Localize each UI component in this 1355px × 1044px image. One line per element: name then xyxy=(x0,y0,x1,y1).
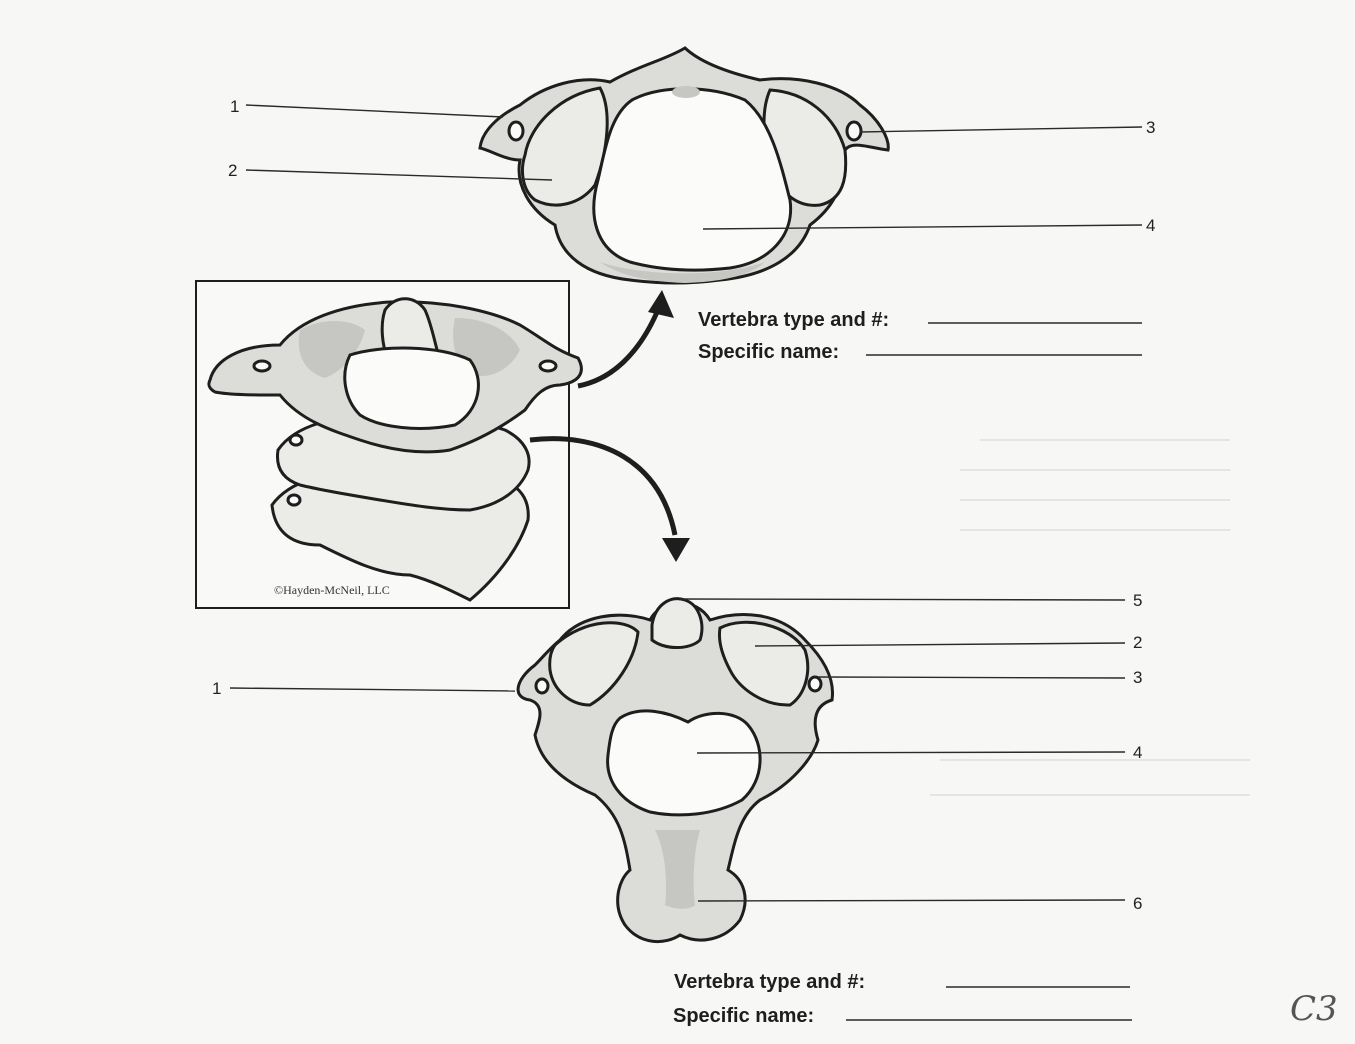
top-name-prompt: Specific name: xyxy=(698,341,839,363)
axis-vertebra-drawing xyxy=(516,597,835,944)
top-type-prompt: Vertebra type and #: xyxy=(698,309,889,331)
bottom-name-prompt: Specific name: xyxy=(673,1005,814,1027)
top-label-1: 1 xyxy=(230,97,239,116)
bottom-label-6: 6 xyxy=(1133,894,1142,913)
bottom-leader-lines xyxy=(229,598,1126,902)
bottom-label-4: 4 xyxy=(1133,743,1142,762)
inset-figure xyxy=(195,280,583,609)
top-leader-lines xyxy=(245,104,1143,230)
top-label-4: 4 xyxy=(1146,216,1155,235)
bottom-label-2: 2 xyxy=(1133,633,1142,652)
atlas-vertebra-drawing xyxy=(478,46,890,285)
top-label-3: 3 xyxy=(1146,118,1155,137)
bottom-type-prompt: Vertebra type and #: xyxy=(674,971,865,993)
show-through-marks xyxy=(930,439,1250,796)
top-label-2: 2 xyxy=(228,161,237,180)
bottom-label-3: 3 xyxy=(1133,668,1142,687)
arrow-up-head xyxy=(648,290,674,318)
arrows xyxy=(529,290,690,562)
bottom-label-1: 1 xyxy=(212,679,221,698)
inset-credit: ©Hayden-McNeil, LLC xyxy=(274,583,390,597)
bottom-label-5: 5 xyxy=(1133,591,1142,610)
arrow-down-head xyxy=(662,538,690,562)
handwritten-note: C3 xyxy=(1290,989,1338,1029)
